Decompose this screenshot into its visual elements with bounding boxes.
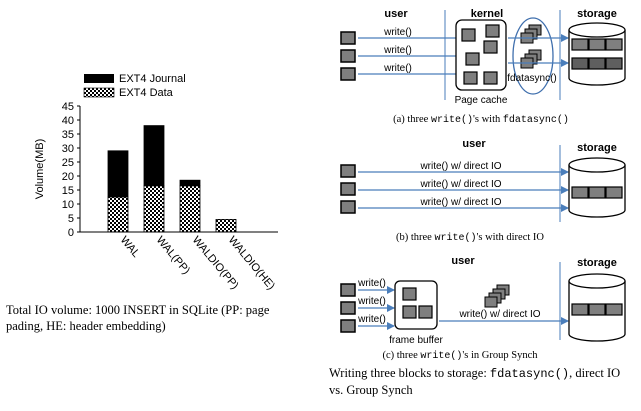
bar-data	[143, 185, 165, 233]
figure-caption: Writing three blocks to storage: fdatasy…	[329, 365, 629, 398]
x-tick-label: WAL	[118, 234, 142, 260]
y-tick-label: 25	[62, 157, 74, 169]
panel-b-user-block	[340, 164, 356, 178]
figure-caption-mono: fdatasync()	[489, 367, 570, 381]
fdatasync-ellipse	[512, 17, 554, 95]
panel-b: user storage write() w/ direct IO write(…	[340, 138, 626, 244]
fdatasync-stack	[520, 24, 542, 44]
bar-data	[215, 218, 237, 233]
cache-block	[485, 24, 500, 38]
fdatasync-stack	[520, 49, 542, 69]
panel-c-write-label: write()	[357, 278, 386, 289]
panel-c-storage-cylinder	[568, 273, 626, 342]
panel-a-write-label: write()	[383, 27, 412, 38]
panel-a: user kernel storage write() write() writ…	[340, 8, 626, 126]
legend-swatch-journal	[84, 74, 114, 83]
panel-b-user-block	[340, 182, 356, 196]
frame-buffer-block	[418, 305, 433, 319]
panel-c-user-block	[340, 319, 356, 333]
panel-a-storage-header: storage	[577, 8, 617, 20]
y-tick-label: 15	[62, 185, 74, 197]
y-tick-label: 0	[68, 227, 74, 239]
fdatasync-label: fdatasync()	[507, 73, 556, 84]
panel-a-user-header: user	[384, 8, 408, 20]
chart-caption: Total IO volume: 1000 INSERT in SQLite (…	[6, 303, 270, 333]
panel-c-user-block	[340, 301, 356, 315]
io-volume-chart: EXT4 Journal EXT4 Data 0 5 10 15 20 25 30 35 40 4…	[34, 73, 278, 292]
legend-label-journal: EXT4 Journal	[119, 73, 186, 85]
panel-a-user-block	[340, 31, 356, 45]
frame-buffer-block	[402, 305, 417, 319]
figure-caption-post: , direct IO vs. Group Synch	[329, 366, 621, 397]
panel-b-caption: (b) three write()'s with direct IO	[396, 232, 544, 244]
bar-journal	[107, 150, 129, 198]
panel-c-user-block	[340, 283, 356, 297]
y-tick-label: 45	[62, 101, 74, 113]
legend-swatch-data	[83, 87, 115, 98]
panel-c-storage-header: storage	[577, 257, 617, 269]
y-tick-label: 10	[62, 199, 74, 211]
frame-buffer-label: frame buffer	[389, 335, 443, 346]
bar-journal	[179, 179, 201, 187]
y-tick-label: 35	[62, 129, 74, 141]
bar-journal	[143, 125, 165, 187]
y-tick-label: 30	[62, 143, 74, 155]
y-tick-label: 40	[62, 115, 74, 127]
panel-a-write-label: write()	[383, 45, 412, 56]
cache-block	[483, 71, 498, 85]
panel-c-write-label: write()	[357, 314, 386, 325]
y-axis-label: Volume(MB)	[34, 139, 46, 200]
legend-label-data: EXT4 Data	[119, 87, 174, 99]
cache-block	[463, 71, 478, 85]
frame-buffer-block	[402, 287, 417, 301]
panel-b-write-label: write() w/ direct IO	[419, 179, 501, 190]
x-tick-label: WAL(PP)	[154, 234, 192, 277]
panel-b-storage-cylinder	[568, 157, 626, 218]
bar-data	[179, 185, 201, 233]
panel-a-storage-cylinder	[568, 22, 626, 86]
panel-a-user-block	[340, 67, 356, 81]
panel-c-direct-label: write() w/ direct IO	[458, 309, 540, 320]
y-tick-label: 5	[68, 213, 74, 225]
panel-a-caption: (a) three write()'s with fdatasync()	[393, 114, 569, 126]
panel-b-storage-header: storage	[577, 142, 617, 154]
panel-c: user storage write() write() write() fra…	[340, 255, 626, 362]
page-cache-label: Page cache	[455, 95, 508, 106]
figure-caption-pre: Writing three blocks to storage:	[329, 366, 490, 380]
panel-a-write-label: write()	[383, 63, 412, 74]
cache-block	[461, 28, 476, 42]
bar-data	[107, 196, 129, 233]
panel-b-write-label: write() w/ direct IO	[419, 197, 501, 208]
panel-c-caption: (c) three write()'s in Group Synch	[382, 350, 538, 362]
panel-a-kernel-header: kernel	[471, 8, 503, 20]
panel-b-user-header: user	[462, 138, 486, 150]
y-tick-label: 20	[62, 171, 74, 183]
panel-a-user-block	[340, 49, 356, 63]
panel-b-user-block	[340, 200, 356, 214]
group-synch-stack	[484, 284, 510, 308]
cache-block	[483, 40, 498, 54]
panel-c-user-header: user	[451, 255, 475, 267]
cache-block	[465, 52, 480, 66]
panel-c-write-label: write()	[357, 296, 386, 307]
panel-b-write-label: write() w/ direct IO	[419, 161, 501, 172]
